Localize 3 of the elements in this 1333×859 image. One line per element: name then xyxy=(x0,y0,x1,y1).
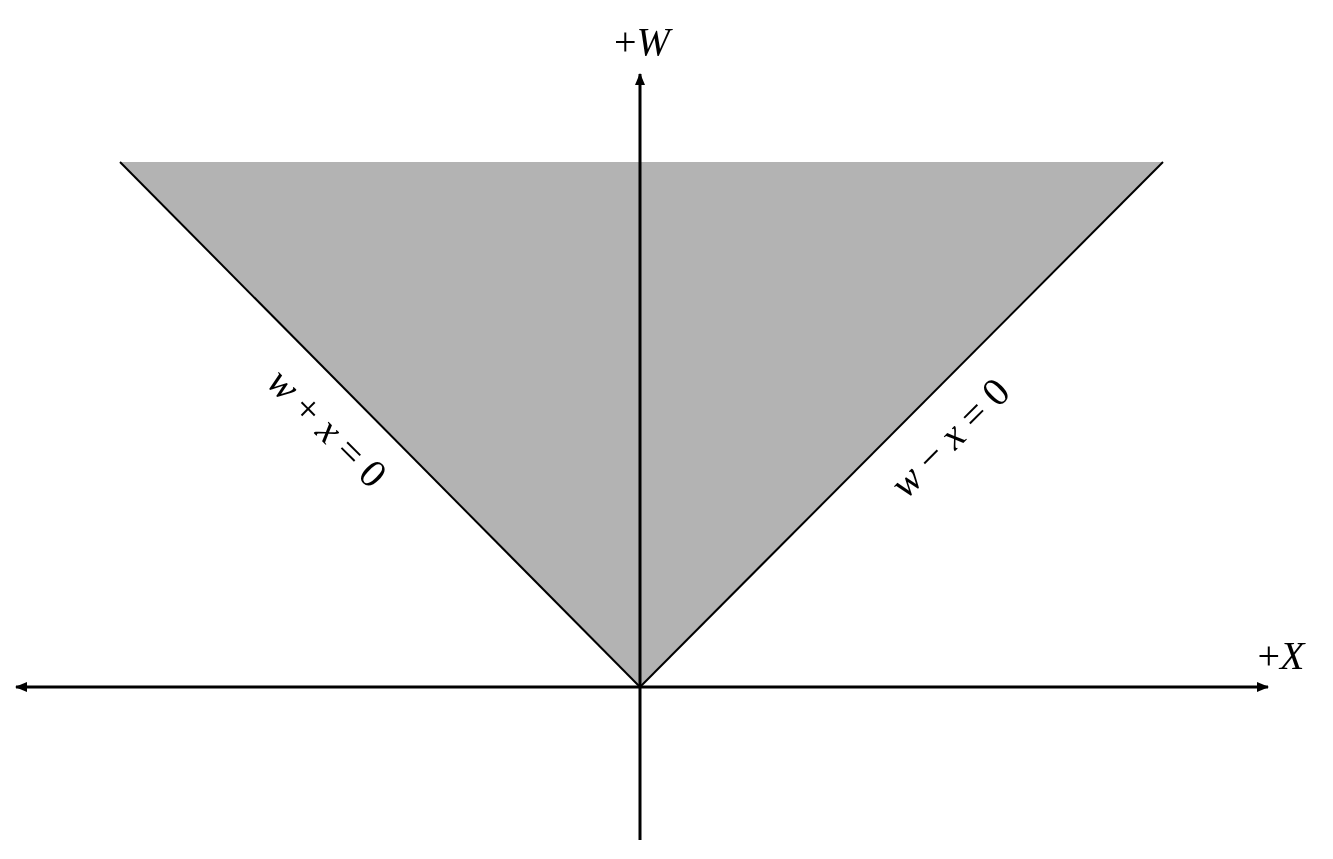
axis-label: +X xyxy=(1257,636,1305,676)
equation-label: w − x = 0 xyxy=(882,370,1018,506)
equation-label: w + x = 0 xyxy=(259,360,395,496)
